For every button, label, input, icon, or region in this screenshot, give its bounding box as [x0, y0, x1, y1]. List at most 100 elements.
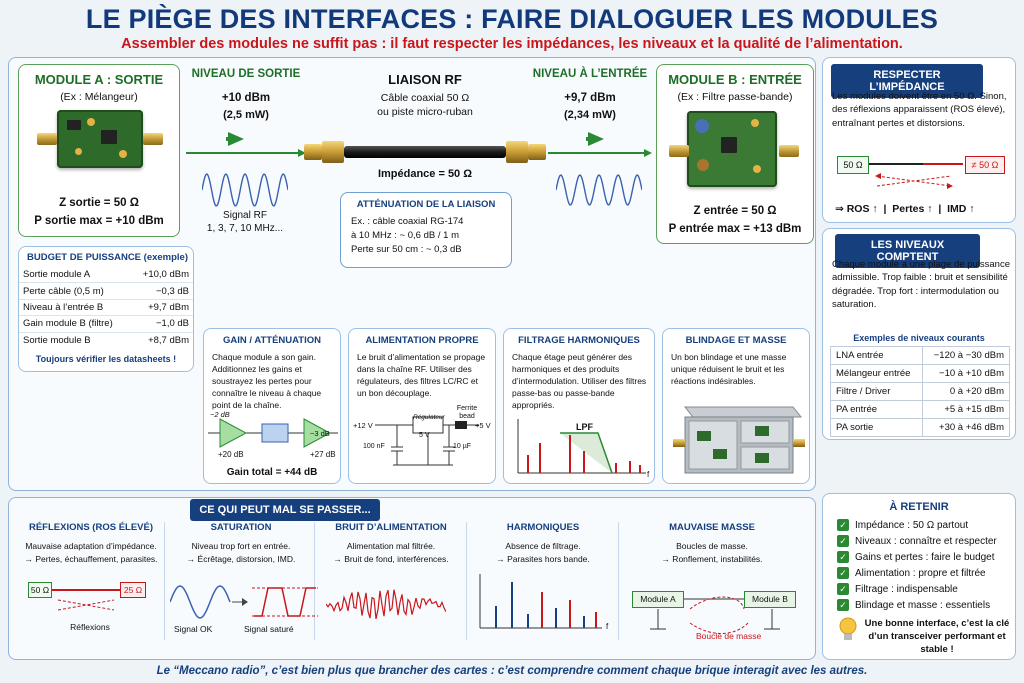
gain-total: Gain total = +44 dB: [226, 467, 318, 478]
harmonics-spectrum-chart: [479, 574, 602, 629]
divider: [164, 522, 165, 640]
input-arrow-icon: [548, 132, 652, 157]
budget-row: Sortie module A+10,0 dBm: [19, 267, 193, 283]
divider: [466, 522, 467, 640]
module-a-card: MODULE A : SORTIE (Ex : Mélangeur) Z sor…: [18, 64, 180, 237]
refl-caption: Réflexions: [70, 622, 110, 632]
problem-line1: Absence de filtrage.: [505, 541, 581, 551]
harm-axis: f: [606, 622, 609, 631]
footer-note: Le “Meccano radio”, c’est bien plus que …: [156, 665, 868, 677]
impedance-text: Les modules doivent être en 50 Ω. Sinon,…: [832, 91, 1007, 129]
levels-row: Mélangeur entrée−10 à +10 dBm: [830, 364, 1011, 383]
shield-card: BLINDAGE ET MASSE Un bon blindage et une…: [662, 328, 810, 484]
power-regulator: Régulateur: [413, 414, 445, 421]
sma-connector-icon: [669, 145, 689, 157]
retain-item: ✓ Niveaux : connaître et respecter: [837, 535, 1015, 547]
power-vin: +12 V: [353, 421, 373, 430]
problem-item: HARMONIQUES Absence de filtrage. → Paras…: [470, 522, 616, 564]
budget-row: Gain module B (filtre)−1,0 dB: [19, 315, 193, 332]
problem-line1: Alimentation mal filtrée.: [346, 541, 436, 551]
input-level-title: NIVEAU À L’ENTRÉE: [532, 68, 648, 80]
page-title: LE PIÈGE DES INTERFACES : FAIRE DIALOGUE…: [85, 4, 939, 34]
rf-signal-icon: [202, 173, 288, 207]
budget-row: Sortie module B+8,7 dBm: [19, 331, 193, 348]
amplifier-chain-icon: [208, 418, 338, 448]
problem-line2: → Bruit de fond, interférences.: [333, 554, 449, 564]
levels-label: PA sortie: [830, 418, 923, 437]
retain-title: À RETENIR: [889, 501, 949, 513]
levels-title: LES NIVEAUX COMPTENT: [835, 234, 980, 268]
reflection-icon: [52, 589, 120, 611]
budget-label: Gain module B (filtre): [19, 315, 131, 332]
impedance-title: RESPECTER L’IMPÉDANCE: [831, 64, 983, 98]
budget-value: −0,3 dB: [130, 282, 193, 300]
output-arrow-icon: [186, 132, 306, 157]
budget-value: +8,7 dBm: [130, 331, 193, 348]
levels-text: Chaque module a une plage de puissance a…: [832, 259, 1010, 310]
budget-label: Perte câble (0,5 m): [19, 282, 131, 300]
shield-title: BLINDAGE ET MASSE: [685, 335, 787, 346]
retain-item-label: Impédance : 50 Ω partout: [855, 519, 969, 531]
retain-item: ✓ Impédance : 50 Ω partout: [837, 519, 1015, 531]
checkbox-icon: ✓: [837, 535, 849, 547]
problem-item: BRUIT D’ALIMENTATION Alimentation mal fi…: [318, 522, 464, 564]
saturation-waveform-icon: [170, 585, 318, 619]
attenuation-line3: Perte sur 50 cm : ~ 0,3 dB: [351, 244, 462, 255]
rf-link-line1: Câble coaxial 50 Ω: [380, 92, 470, 104]
harmonic-filter-card: FILTRAGE HARMONIQUES Chaque étage peut g…: [503, 328, 655, 484]
signal-label: Signal RF: [223, 210, 267, 221]
mass-loop-label: Boucle de masse: [696, 631, 762, 641]
lpf-label: LPF: [576, 422, 593, 432]
checkbox-icon: ✓: [837, 583, 849, 595]
impedance-50-box: 50 Ω: [837, 156, 869, 174]
retain-card: À RETENIR ✓ Impédance : 50 Ω partout ✓ Nive…: [822, 493, 1016, 660]
budget-value: +10,0 dBm: [142, 269, 189, 281]
axis-f: f: [647, 470, 650, 479]
checkbox-icon: ✓: [837, 567, 849, 579]
problem-title: SATURATION: [210, 522, 272, 533]
impedance-summary: ⇒ ROS ↑ | Pertes ↑ | IMD ↑: [835, 203, 975, 215]
power-text: Le bruit d’alimentation se propage dans …: [357, 352, 486, 398]
module-b-impedance: Z entrée = 50 Ω: [693, 205, 777, 217]
module-a-pcb-image: [57, 110, 143, 168]
divider: [314, 522, 315, 640]
budget-value: +9,7 dBm: [130, 298, 193, 316]
power-c2: 10 µF: [453, 443, 472, 450]
checkbox-icon: ✓: [837, 599, 849, 611]
input-level-dbm: +9,7 dBm: [564, 92, 616, 104]
power-card: ALIMENTATION PROPRE Le bruit d’alimentat…: [348, 328, 496, 484]
retain-item-label: Niveaux : connaître et respecter: [855, 535, 997, 547]
lightbulb-icon: [837, 616, 859, 644]
budget-title: BUDGET DE PUISSANCE (exemple): [27, 252, 189, 263]
levels-card: LES NIVEAUX COMPTENT Chaque module a une…: [822, 228, 1016, 440]
problem-line2: → Ronflement, instabilités.: [661, 554, 763, 564]
gain-stage1: +20 dB: [218, 450, 244, 459]
shield-box-image: [673, 406, 805, 474]
budget-card: BUDGET DE PUISSANCE (exemple) Sortie mod…: [18, 246, 194, 372]
levels-label: Filtre / Driver: [830, 382, 923, 401]
input-level-mw: (2,34 mW): [564, 109, 616, 121]
refl-25-box: 25 Ω: [120, 582, 146, 598]
budget-row: Niveau à l’entrée B+9,7 dBm: [19, 298, 193, 316]
sma-connector-icon: [779, 145, 799, 157]
module-a-impedance: Z sortie = 50 Ω: [59, 197, 139, 209]
module-b-power: P entrée max = +13 dBm: [668, 223, 802, 235]
checkbox-icon: ✓: [837, 519, 849, 531]
retain-tip: Une bonne interface, c’est la clé d’un t…: [864, 618, 1010, 655]
gain-card: GAIN / ATTÉNUATION Chaque module a son g…: [203, 328, 341, 484]
mass-module-b: Module B: [744, 591, 796, 608]
retain-item-label: Blindage et masse : essentiels: [855, 599, 991, 611]
problem-item: SATURATION Niveau trop fort en entrée. →…: [168, 522, 314, 564]
shield-text: Un bon blindage et une masse unique rédu…: [671, 352, 787, 386]
signal-freqs: 1, 3, 7, 10 MHz...: [206, 223, 284, 234]
gain-stage3: +27 dB: [310, 450, 336, 459]
gain-stage3-att: −3 dB: [310, 429, 330, 438]
checkbox-icon: ✓: [837, 551, 849, 563]
retain-item-label: Gains et pertes : faire le budget: [855, 551, 995, 563]
problem-item: RÉFLEXIONS (ROS ÉLEVÉ) Mauvaise adaptati…: [18, 522, 164, 564]
output-level-title: NIVEAU DE SORTIE: [191, 68, 301, 80]
retain-item: ✓Filtrage : indispensable: [837, 583, 1015, 595]
problem-line1: Boucles de masse.: [676, 541, 748, 551]
